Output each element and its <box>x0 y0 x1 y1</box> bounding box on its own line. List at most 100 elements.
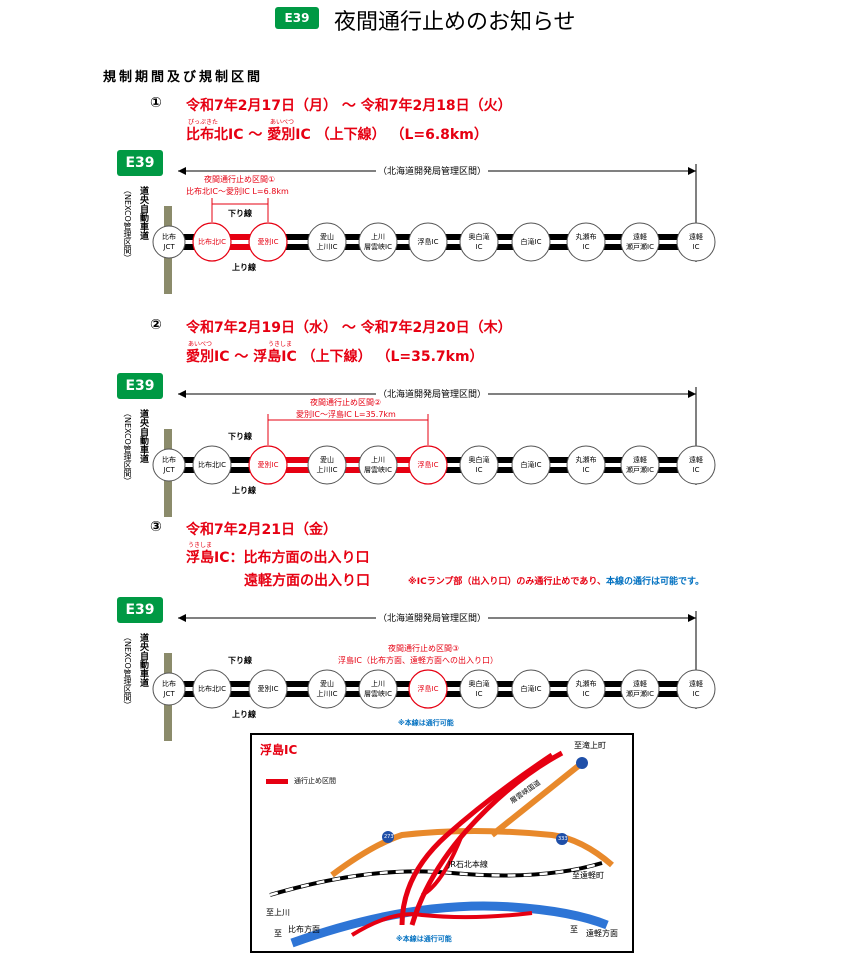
mgmt-arrowhead-right <box>688 614 696 622</box>
period-3-note: ※ICランプ部（出入り口）のみ通行止めであり、本線の通行は可能です。 <box>408 574 704 587</box>
mgmt-arrowhead-right <box>688 390 696 398</box>
station-circle <box>459 669 499 709</box>
route-273-shield <box>382 831 394 843</box>
station-label-5: 浮島IC <box>417 238 439 246</box>
station-circle <box>358 445 398 485</box>
period-1-ruby-2: あいべつ <box>270 119 295 126</box>
side-label-doo: 道央自動車道 <box>138 633 148 687</box>
closure-detail: 比布北IC～愛別IC L=6.8km <box>186 187 289 196</box>
station-circle <box>620 669 660 709</box>
closure-ramp-4 <box>420 834 464 897</box>
station-circle <box>152 225 186 259</box>
ic-map-svg <box>266 750 614 948</box>
station-circle <box>152 672 186 706</box>
period-2-route: 愛別IC ～ 浮島IC （上下線） （L=35.7km） <box>186 349 484 365</box>
station-circle <box>676 669 716 709</box>
rail-line-dash <box>269 861 603 897</box>
route-badge: E39 <box>117 597 163 623</box>
mainline-road <box>290 901 609 948</box>
closure-up <box>268 467 428 473</box>
station-circle <box>192 222 232 262</box>
map-legend: 通行止め区間 <box>294 777 336 785</box>
station-label-6: 奥白滝 IC <box>468 680 490 698</box>
station-circle <box>192 445 232 485</box>
station-circle <box>408 445 448 485</box>
station-label-0: 比布 JCT <box>162 680 176 698</box>
station-label-10: 遠軽 IC <box>689 456 703 474</box>
station-label-8: 丸瀬布 IC <box>575 680 597 698</box>
period-3-route-2: 遠軽方面の出入り口 <box>244 573 370 589</box>
station-circle <box>511 669 551 709</box>
closure-title: 夜間通行止め区間① <box>204 175 276 184</box>
station-label-5: 浮島IC <box>417 685 439 693</box>
period-3-note-blue: 本線の通行は可能です。 <box>605 577 705 587</box>
route-badge: E39 <box>117 373 163 399</box>
station-label-1: 比布北IC <box>198 238 226 246</box>
station-label-10: 遠軽 IC <box>689 680 703 698</box>
header-badge: E39 <box>275 7 319 29</box>
station-circle <box>566 445 606 485</box>
label-to-kamikawa: 至上川 <box>266 908 290 917</box>
road-to-takinoue <box>490 760 584 838</box>
mgmt-label: （北海道開発局管理区間） <box>376 387 489 400</box>
station-circle <box>307 669 347 709</box>
station-label-7: 白滝IC <box>520 461 542 469</box>
map-mainline-note: ※本線は通行可能 <box>396 935 452 943</box>
route-badge: E39 <box>117 150 163 176</box>
route-333-label: 333 <box>558 836 568 842</box>
legend-swatch <box>266 779 288 784</box>
station-label-4: 上川 層雲峡IC <box>364 456 392 474</box>
station-label-6: 奥白滝 IC <box>468 456 490 474</box>
closure-title: 夜間通行止め区間② <box>310 398 382 407</box>
station-circle <box>408 222 448 262</box>
period-2-number: ② <box>150 317 162 333</box>
station-circle <box>248 222 288 262</box>
period-1-route: 比布北IC ～ 愛別IC （上下線） （L=6.8km） <box>186 127 488 143</box>
station-circle <box>620 445 660 485</box>
route-333-shield <box>556 833 568 845</box>
up-line-label: 上り線 <box>232 486 256 495</box>
label-to-takinoue: 至滝上町 <box>574 741 606 750</box>
station-label-0: 比布 JCT <box>162 456 176 474</box>
route-273-label: 273 <box>384 834 394 840</box>
label-to-pippu-2: 比布方面 <box>288 925 320 934</box>
closure-down <box>212 234 268 240</box>
station-label-10: 遠軽 IC <box>689 233 703 251</box>
side-label-nexco: （NEXCO管理区間） <box>123 186 132 262</box>
station-circle <box>511 445 551 485</box>
station-label-7: 白滝IC <box>520 685 542 693</box>
station-label-1: 比布北IC <box>198 685 226 693</box>
down-line-label: 下り線 <box>228 432 252 441</box>
station-circle <box>192 669 232 709</box>
station-circle <box>676 445 716 485</box>
label-rail: JR石北本線 <box>448 860 488 869</box>
station-label-6: 奥白滝 IC <box>468 233 490 251</box>
station-circle <box>676 222 716 262</box>
station-label-9: 遠軽 瀬戸瀬IC <box>626 680 654 698</box>
closure-title: 夜間通行止め区間③ <box>388 644 460 653</box>
station-label-3: 愛山 上川IC <box>316 456 338 474</box>
station-label-2: 愛別IC <box>257 685 279 693</box>
station-circle <box>459 445 499 485</box>
closure-ramp-1 <box>409 750 564 926</box>
side-label-nexco: （NEXCO管理区間） <box>123 409 132 485</box>
section-heading: 規制期間及び規制区間 <box>103 70 264 85</box>
mgmt-label: （北海道開発局管理区間） <box>376 611 489 624</box>
ic-map: 浮島IC 通行止め区間 至滝上町 層雲峡国道 273 333 JR石北本線 至遠… <box>250 733 634 953</box>
diagram-svg <box>152 387 716 517</box>
station-circle <box>307 222 347 262</box>
station-label-5: 浮島IC <box>417 461 439 469</box>
station-circle <box>248 445 288 485</box>
down-line-label: 下り線 <box>228 209 252 218</box>
route-273-shield-2 <box>576 757 588 769</box>
mainline-note: ※本線は通行可能 <box>398 719 454 727</box>
label-to-engaru-cho: 至遠軽町 <box>572 871 604 880</box>
closure-ramp-3 <box>350 911 533 937</box>
station-circle <box>408 669 448 709</box>
station-label-3: 愛山 上川IC <box>316 680 338 698</box>
station-circle <box>566 222 606 262</box>
station-label-8: 丸瀬布 IC <box>575 233 597 251</box>
period-3-dates: 令和7年2月21日（金） <box>186 522 337 538</box>
